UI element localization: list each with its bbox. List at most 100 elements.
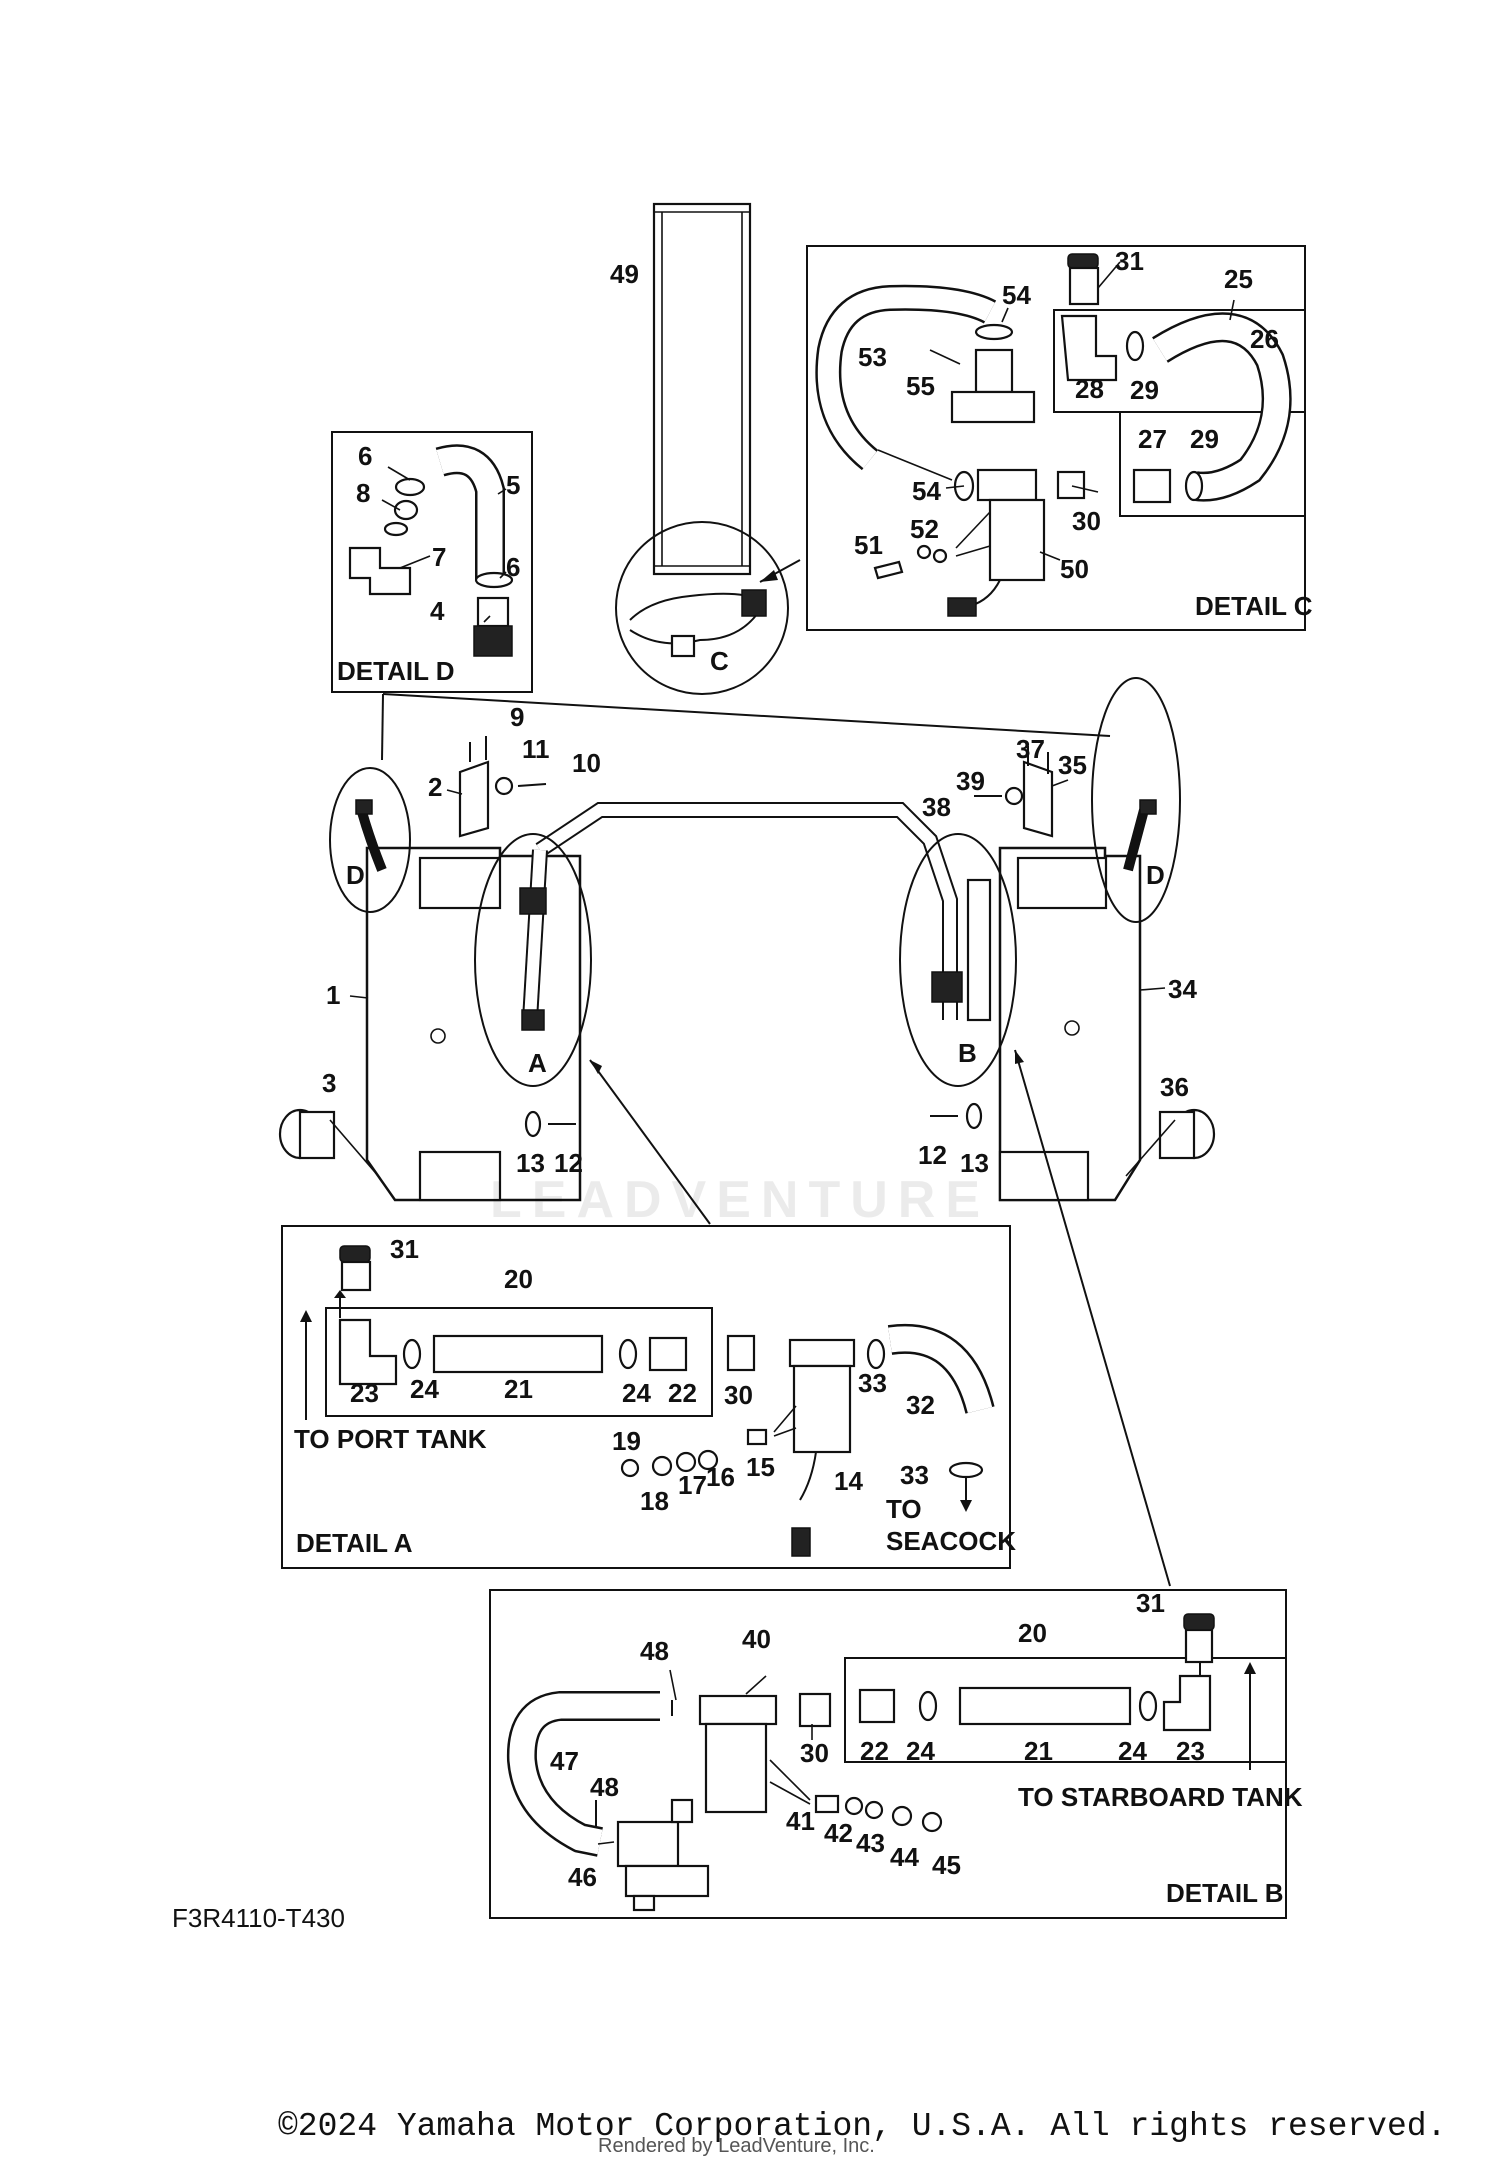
detail-b-caption: DETAIL B bbox=[1166, 1878, 1283, 1908]
note-seacock: SEACOCK bbox=[886, 1526, 1016, 1556]
part-label-6-a: 6 bbox=[358, 441, 372, 471]
part-label-24-b1: 24 bbox=[906, 1736, 935, 1766]
part-label-31-a: 31 bbox=[390, 1234, 419, 1264]
callout-d-port: D bbox=[346, 860, 365, 890]
part-label-36: 36 bbox=[1160, 1072, 1189, 1102]
part-label-41: 41 bbox=[786, 1806, 815, 1836]
callout-d-starboard: D bbox=[1146, 860, 1165, 890]
part-label-29-b: 29 bbox=[1190, 424, 1219, 454]
part-label-37: 37 bbox=[1016, 734, 1045, 764]
detail-d-caption: DETAIL D bbox=[337, 656, 454, 686]
part-label-6-b: 6 bbox=[506, 552, 520, 582]
part-label-30-a: 30 bbox=[724, 1380, 753, 1410]
detail-c-caption: DETAIL C bbox=[1195, 591, 1313, 621]
part-label-32: 32 bbox=[906, 1390, 935, 1420]
tower-assembly bbox=[615, 202, 801, 695]
part-label-20-b: 20 bbox=[1018, 1618, 1047, 1648]
part-label-27: 27 bbox=[1138, 424, 1167, 454]
part-label-34: 34 bbox=[1168, 974, 1197, 1004]
part-label-51: 51 bbox=[854, 530, 883, 560]
part-label-13-starboard: 13 bbox=[960, 1148, 989, 1178]
part-label-1: 1 bbox=[326, 980, 340, 1010]
part-label-22-b: 22 bbox=[860, 1736, 889, 1766]
part-label-16: 16 bbox=[706, 1462, 735, 1492]
part-label-23-b: 23 bbox=[1176, 1736, 1205, 1766]
part-label-24-a1: 24 bbox=[410, 1374, 439, 1404]
watermark: LEADVENTURE bbox=[490, 1171, 991, 1229]
part-label-38: 38 bbox=[922, 792, 951, 822]
part-label-24-a2: 24 bbox=[622, 1378, 651, 1408]
labels: 49 31 25 54 53 26 55 28 29 27 29 54 30 5… bbox=[294, 246, 1313, 1908]
part-label-21-a: 21 bbox=[504, 1374, 533, 1404]
part-label-11: 11 bbox=[522, 734, 550, 764]
part-label-31-c: 31 bbox=[1115, 246, 1144, 276]
part-label-47: 47 bbox=[550, 1746, 579, 1776]
part-label-3: 3 bbox=[322, 1068, 336, 1098]
part-label-44: 44 bbox=[890, 1842, 919, 1872]
rendered-by-credit: Rendered by LeadVenture, Inc. bbox=[598, 2135, 875, 2157]
figure-code: F3R4110-T430 bbox=[172, 1903, 345, 1933]
part-label-12-port: 12 bbox=[554, 1148, 583, 1178]
part-label-50: 50 bbox=[1060, 554, 1089, 584]
part-label-7: 7 bbox=[432, 542, 446, 572]
callout-a: A bbox=[528, 1048, 547, 1078]
part-label-30-b: 30 bbox=[800, 1738, 829, 1768]
note-to-starboard-tank: TO STARBOARD TANK bbox=[1018, 1782, 1303, 1812]
part-label-22-a: 22 bbox=[668, 1378, 697, 1408]
detail-c-callout-circle bbox=[615, 521, 789, 695]
part-label-42: 42 bbox=[824, 1818, 853, 1848]
part-label-5: 5 bbox=[506, 470, 520, 500]
part-label-9: 9 bbox=[510, 702, 524, 732]
part-label-52: 52 bbox=[910, 514, 939, 544]
part-label-10: 10 bbox=[572, 748, 601, 778]
part-label-33-a2: 33 bbox=[900, 1460, 929, 1490]
part-label-23-a: 23 bbox=[350, 1378, 379, 1408]
part-label-45: 45 bbox=[932, 1850, 961, 1880]
part-label-40: 40 bbox=[742, 1624, 771, 1654]
part-label-48-b: 48 bbox=[590, 1772, 619, 1802]
part-label-29-a: 29 bbox=[1130, 375, 1159, 405]
part-label-13-port: 13 bbox=[516, 1148, 545, 1178]
detail-c bbox=[806, 245, 1306, 631]
part-label-54-c2: 54 bbox=[912, 476, 941, 506]
part-label-21-b: 21 bbox=[1024, 1736, 1053, 1766]
part-label-43: 43 bbox=[856, 1828, 885, 1858]
part-label-19: 19 bbox=[612, 1426, 641, 1456]
detail-b-callout-ellipse bbox=[899, 833, 1017, 1087]
part-label-24-b2: 24 bbox=[1118, 1736, 1147, 1766]
part-label-4: 4 bbox=[430, 596, 445, 626]
detail-b bbox=[489, 1589, 1287, 1919]
part-label-17: 17 bbox=[678, 1470, 707, 1500]
part-label-20-a: 20 bbox=[504, 1264, 533, 1294]
note-to-port-tank: TO PORT TANK bbox=[294, 1424, 487, 1454]
part-label-26: 26 bbox=[1250, 324, 1279, 354]
part-label-35: 35 bbox=[1058, 750, 1087, 780]
note-to: TO bbox=[886, 1494, 922, 1524]
part-label-28: 28 bbox=[1075, 374, 1104, 404]
main-tank-assembly bbox=[278, 677, 1216, 1587]
part-label-30-c: 30 bbox=[1072, 506, 1101, 536]
callout-b: B bbox=[958, 1038, 977, 1068]
part-label-14: 14 bbox=[834, 1466, 863, 1496]
detail-d-callout-ellipse-starboard bbox=[1091, 677, 1181, 923]
part-label-33-a1: 33 bbox=[858, 1368, 887, 1398]
callout-c: C bbox=[710, 646, 729, 676]
part-label-8: 8 bbox=[356, 478, 370, 508]
part-label-25: 25 bbox=[1224, 264, 1253, 294]
copyright-notice: ©2024 Yamaha Motor Corporation, U.S.A. A… bbox=[278, 2108, 1447, 2145]
detail-a-caption: DETAIL A bbox=[296, 1528, 413, 1558]
part-label-12-starboard: 12 bbox=[918, 1140, 947, 1170]
part-label-18: 18 bbox=[640, 1486, 669, 1516]
part-label-2: 2 bbox=[428, 772, 442, 802]
part-label-46: 46 bbox=[568, 1862, 597, 1892]
part-label-39: 39 bbox=[956, 766, 985, 796]
detail-a-callout-ellipse bbox=[474, 833, 592, 1087]
part-label-31-b: 31 bbox=[1136, 1588, 1165, 1618]
detail-d-callout-ellipse-port bbox=[329, 767, 411, 913]
part-label-54-c1: 54 bbox=[1002, 280, 1031, 310]
part-label-55: 55 bbox=[906, 371, 935, 401]
part-label-15: 15 bbox=[746, 1452, 775, 1482]
part-label-48-a: 48 bbox=[640, 1636, 669, 1666]
detail-a bbox=[281, 1225, 1011, 1569]
